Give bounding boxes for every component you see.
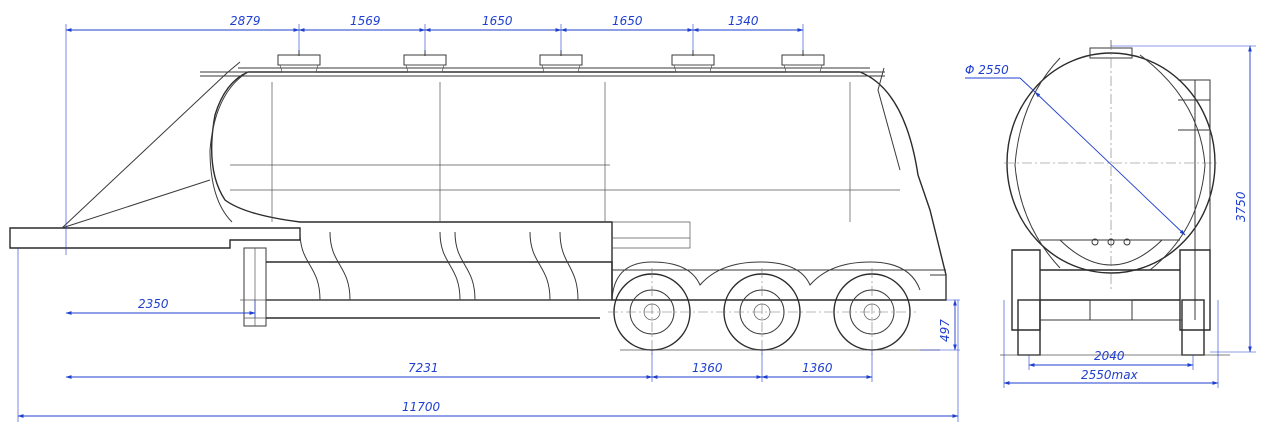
rear-ladder xyxy=(1178,79,1211,320)
tank-seams xyxy=(230,82,900,222)
wheel-arches xyxy=(611,261,921,301)
rear-wheel-left xyxy=(1017,299,1041,356)
dim-overall-length: 11700 xyxy=(402,400,441,414)
side-view xyxy=(9,50,947,356)
tank-front-cone xyxy=(209,71,249,223)
hatch-3 xyxy=(539,54,583,66)
front-ladder xyxy=(227,61,901,171)
dim-hatch-3: 1650 xyxy=(482,14,513,28)
axle-wheels xyxy=(608,268,916,356)
dim-axle-spacing-2: 1360 xyxy=(802,361,833,375)
dim-hatch-2: 1569 xyxy=(350,14,381,28)
dim-hatch-5: 1340 xyxy=(728,14,759,28)
hatch-4 xyxy=(671,54,715,66)
dim-frame-height: 497 xyxy=(938,319,952,342)
dim-hatch-4: 1650 xyxy=(612,14,643,28)
dim-axle-from-kingpin: 7231 xyxy=(408,361,439,375)
dim-tank-diameter: Φ 2550 xyxy=(965,63,1009,77)
rear-dimensions: 3750 2040 2550max xyxy=(1003,45,1256,388)
gooseneck-frame xyxy=(9,227,301,249)
front-brace xyxy=(61,71,229,229)
rear-wheel-right xyxy=(1181,299,1205,356)
side-dimensions: 2879 1569 1650 1650 1340 2350 7231 1360 … xyxy=(17,14,960,422)
hatch-5 xyxy=(781,54,825,66)
dim-kingpin: 2350 xyxy=(138,297,169,311)
dim-overall-height: 3750 xyxy=(1234,191,1248,222)
hatches xyxy=(277,50,825,73)
dim-hatch-1: 2879 xyxy=(230,14,261,28)
main-chassis xyxy=(266,261,613,319)
dim-axle-spacing-1: 1360 xyxy=(692,361,723,375)
rear-view: Φ 2550 xyxy=(965,40,1230,356)
tank-body xyxy=(211,71,947,301)
dim-overall-width: 2550max xyxy=(1081,368,1139,382)
rear-bumper xyxy=(612,269,947,300)
hatch-2 xyxy=(403,54,447,66)
dim-track: 2040 xyxy=(1094,349,1125,363)
hatch-1 xyxy=(277,54,321,66)
discharge-pipes xyxy=(240,221,691,301)
